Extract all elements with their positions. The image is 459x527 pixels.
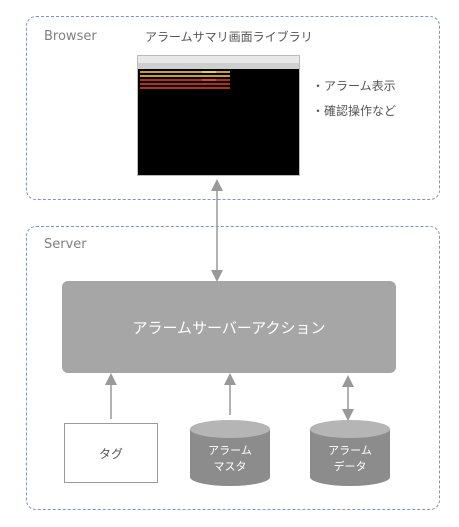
screenshot-header-row	[138, 63, 299, 69]
alarm-server-action: アラームサーバーアクション	[62, 281, 396, 373]
alarm-data-label-line2: データ	[333, 460, 367, 473]
screenshot-alarm-row	[140, 87, 230, 89]
screenshot-toolbar	[138, 56, 299, 63]
alarm-master-cylinder: アラーム マスタ	[189, 419, 271, 487]
alarm-master-cylinder-shape	[190, 420, 270, 486]
note-alarm-display: ・アラーム表示	[312, 79, 396, 93]
server-group	[26, 226, 440, 510]
alarm-data-cylinder: アラーム データ	[309, 419, 391, 487]
alarm-data-label-line1: アラーム	[328, 444, 372, 457]
tag-label: タグ	[98, 446, 123, 461]
alarm-master-label-line2: マスタ	[213, 460, 247, 473]
screenshot-alarm-row	[140, 83, 230, 85]
browser-group	[26, 16, 440, 200]
screenshot-alarm-marker	[202, 71, 216, 73]
server-label: Server	[44, 237, 87, 252]
browser-notes: ・アラーム表示 ・確認操作など	[312, 74, 396, 124]
note-acknowledge-ops: ・確認操作など	[312, 104, 397, 118]
library-title: アラームサマリ画面ライブラリ	[145, 30, 313, 44]
browser-label: Browser	[44, 29, 97, 44]
alarm-summary-screenshot	[137, 55, 300, 176]
screenshot-alarm-row	[140, 75, 230, 77]
alarm-master-label-line1: アラーム	[208, 444, 252, 457]
screenshot-alarm-marker	[202, 79, 216, 81]
tag-box: タグ	[64, 423, 158, 483]
screenshot-alarm-row	[140, 71, 230, 73]
alarm-server-action-label: アラームサーバーアクション	[132, 318, 326, 337]
screenshot-alarm-row	[140, 79, 230, 81]
alarm-data-cylinder-shape	[310, 420, 390, 486]
